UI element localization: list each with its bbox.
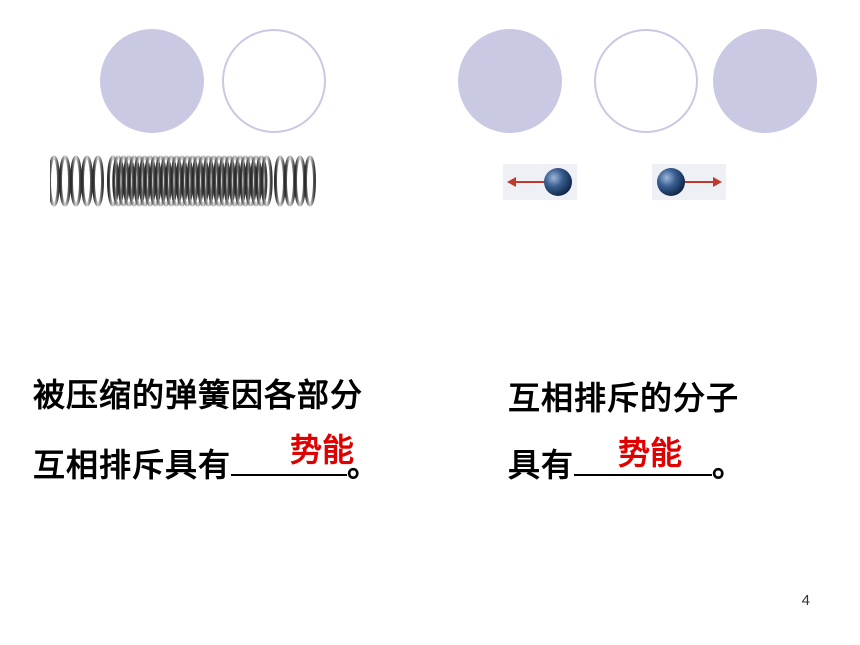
right-answer: 势能: [618, 434, 683, 472]
left-answer-blank: [231, 444, 348, 476]
left-line-1: 被压缩的弹簧因各部分: [33, 376, 364, 414]
spring-coil: [197, 155, 210, 207]
arrow-left-head: [507, 177, 516, 187]
spring-coil: [107, 155, 119, 207]
right-answer-blank: [574, 444, 713, 476]
spring-coil: [128, 155, 141, 207]
spring-coil: [170, 155, 183, 207]
spring-coil: [304, 155, 316, 207]
spring-coil: [92, 155, 104, 207]
left-line-2-suffix: 。: [347, 446, 381, 484]
spring-coil: [284, 155, 296, 207]
spring-coil: [81, 155, 93, 207]
spring-coil: [59, 155, 71, 207]
spring-coil: [138, 155, 151, 207]
spring-coil: [250, 155, 263, 207]
decor-circle-3: [458, 29, 562, 133]
spring-coil: [218, 155, 231, 207]
spring-coil: [149, 155, 162, 207]
molecule-sphere: [657, 168, 685, 196]
spring-coil: [133, 155, 146, 207]
spring-coil: [112, 155, 125, 207]
spring-coil: [160, 155, 172, 207]
spring-coil: [213, 155, 225, 207]
spring-coil: [181, 155, 194, 207]
page-number: 4: [801, 592, 810, 609]
spring-coil: [117, 155, 130, 207]
spring-coil: [202, 155, 215, 207]
spring-coil: [154, 155, 167, 207]
spring-coil: [228, 155, 241, 207]
spring-coil: [191, 155, 204, 207]
molecule-right-image: [652, 164, 726, 200]
spring-coil: [234, 155, 247, 207]
right-line-2-prefix: 具有: [508, 446, 575, 484]
spring-coil: [70, 155, 82, 207]
spring-coil: [122, 155, 135, 207]
left-answer: 势能: [290, 431, 355, 469]
decor-circle-5: [713, 29, 817, 133]
arrow-right-head: [713, 177, 722, 187]
spring-coil: [50, 155, 60, 207]
right-line-2-suffix: 。: [712, 446, 746, 484]
spring-coil: [260, 155, 273, 207]
spring-coil: [165, 155, 178, 207]
molecule-left-image: [503, 164, 577, 200]
right-line-1: 互相排斥的分子: [508, 379, 740, 417]
spring-coil: [255, 155, 268, 207]
spring-coil: [274, 155, 286, 207]
right-line-2: 具有 。: [508, 440, 745, 486]
left-line-2-prefix: 互相排斥具有: [33, 446, 232, 484]
spring-coil: [144, 155, 157, 207]
spring-coil: [223, 155, 236, 207]
spring-coil: [294, 155, 306, 207]
spring-coil: [207, 155, 220, 207]
decor-circle-2: [222, 29, 326, 133]
left-line-2: 互相排斥具有 。: [33, 440, 380, 486]
spring-coil: [239, 155, 252, 207]
spring-coil: [175, 155, 188, 207]
decor-circle-1: [100, 29, 204, 133]
decor-circle-4: [594, 29, 698, 133]
spring-coil: [186, 155, 199, 207]
molecule-sphere: [544, 168, 572, 196]
compressed-spring-image: [50, 155, 316, 207]
spring-coil: [244, 155, 257, 207]
